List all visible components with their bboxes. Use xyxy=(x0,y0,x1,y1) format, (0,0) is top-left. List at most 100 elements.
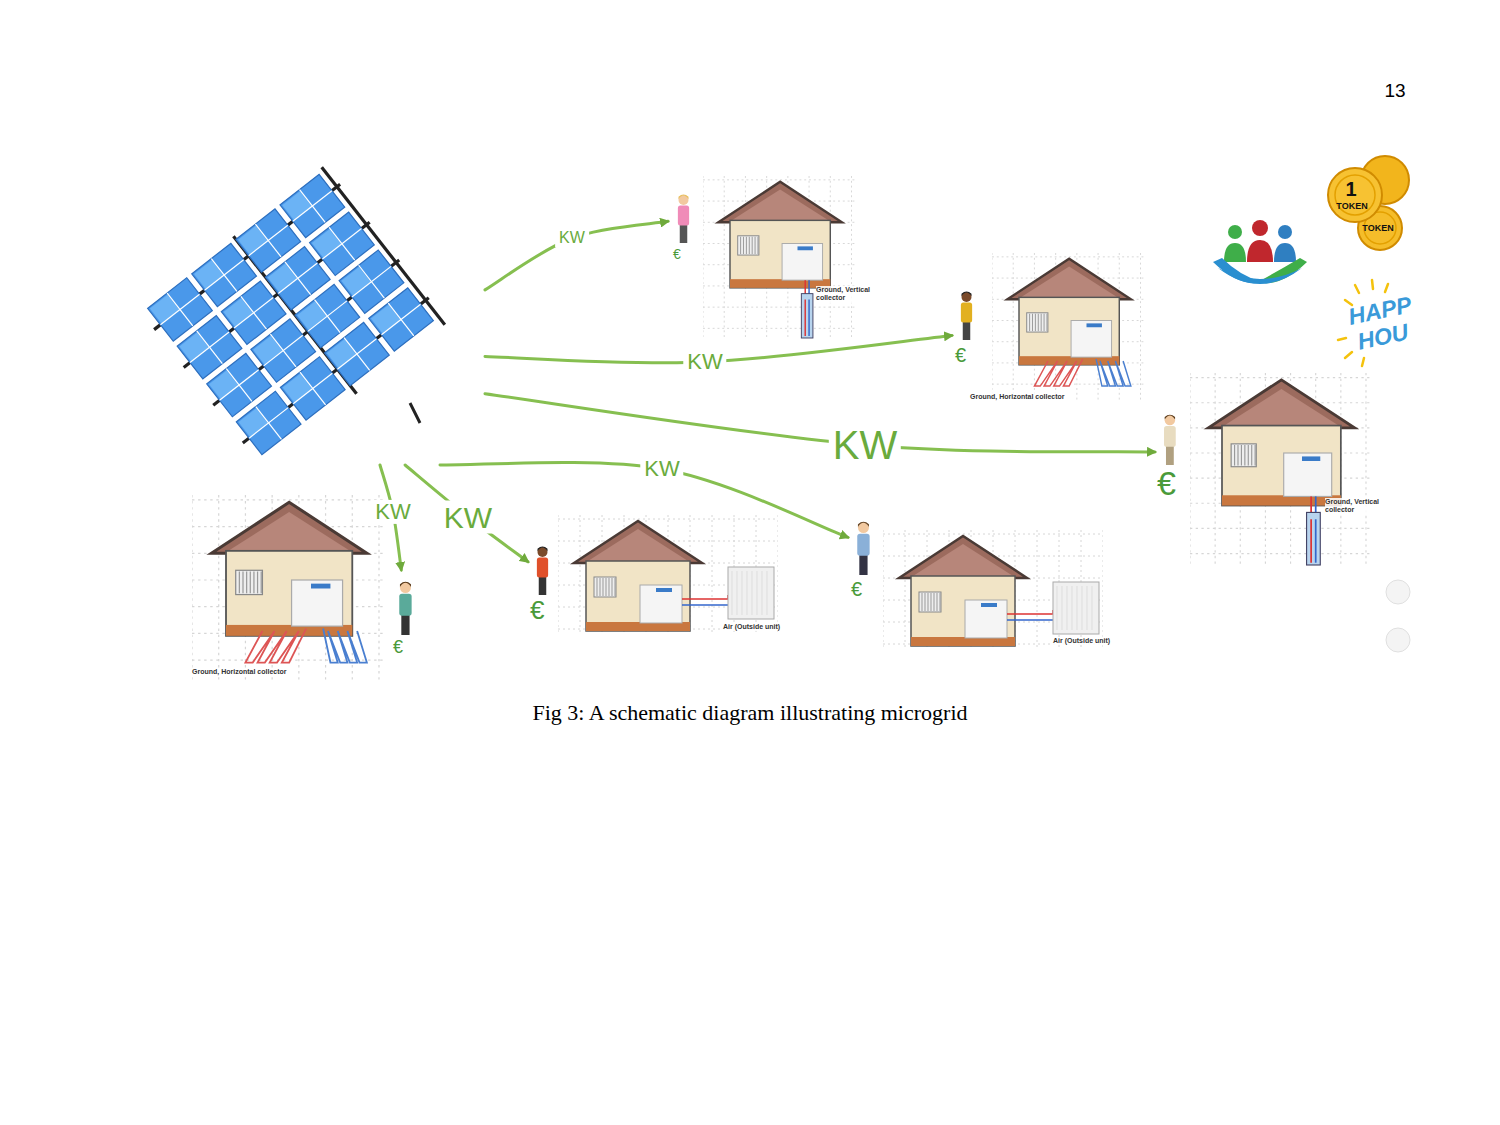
illustration-part xyxy=(1244,445,1245,466)
cell-line xyxy=(322,229,361,260)
illustration-part xyxy=(615,578,616,596)
panel-shine xyxy=(297,301,326,330)
roof-inner xyxy=(1224,389,1338,426)
illustration-part xyxy=(218,495,219,683)
collector-note: Ground, Horizontal collector xyxy=(970,393,1070,401)
roof xyxy=(211,502,366,553)
illustration-part xyxy=(1029,314,1030,331)
outside-unit xyxy=(728,567,774,619)
illustration-part xyxy=(192,495,193,683)
heat-pump-logo xyxy=(981,603,997,607)
house-illustration xyxy=(703,176,857,340)
cell-line xyxy=(190,332,229,363)
illustration-part xyxy=(1355,285,1359,293)
wall xyxy=(1019,297,1119,364)
horizontal-collector xyxy=(1096,359,1131,386)
panel-shine xyxy=(253,336,282,365)
house-illustration xyxy=(883,530,1103,650)
outside-unit xyxy=(1053,582,1099,634)
currency-symbol: € xyxy=(530,597,544,623)
illustration-part xyxy=(1190,553,1373,554)
house-node: €Ground, Vertical collector xyxy=(668,168,883,340)
cell-line xyxy=(308,301,347,332)
person-figure xyxy=(674,193,693,243)
illustration-part xyxy=(737,571,738,615)
person-figure xyxy=(853,520,874,575)
currency-symbol: € xyxy=(673,247,681,261)
house-node: €Ground, Horizontal collector xyxy=(192,570,417,685)
illustration-part xyxy=(883,530,884,650)
illustration-part xyxy=(778,515,779,635)
heat-pump-logo xyxy=(311,584,330,589)
cell-line xyxy=(160,294,199,325)
illustration-part xyxy=(538,547,548,557)
collector-note: Ground, Vertical collector xyxy=(1325,498,1385,515)
illustration-part xyxy=(679,195,689,200)
horizontal-collector xyxy=(1034,359,1082,386)
illustration-part xyxy=(1062,586,1063,630)
illustration-part xyxy=(925,593,926,611)
illustration-part xyxy=(940,593,941,611)
illustration-part xyxy=(1328,168,1382,222)
wall xyxy=(226,551,352,636)
illustration-part xyxy=(603,578,604,596)
illustration-part xyxy=(931,593,932,611)
power-flow-arrow xyxy=(405,465,528,562)
house-illustration xyxy=(1190,373,1373,567)
heat-pump xyxy=(965,600,1007,638)
illustration-part xyxy=(757,571,758,615)
house-illustration xyxy=(992,253,1146,402)
illustration-part xyxy=(740,237,741,254)
token-label: TOKEN xyxy=(1362,224,1393,233)
illustration-part xyxy=(558,515,559,635)
currency-symbol: € xyxy=(393,638,403,656)
illustration-part xyxy=(1224,243,1246,262)
illustration-part xyxy=(1278,225,1292,239)
cell-line xyxy=(249,408,288,439)
token-number: 1 xyxy=(1345,179,1356,199)
heat-pump xyxy=(782,243,822,280)
illustration-part xyxy=(1092,586,1093,630)
person-figure xyxy=(1160,413,1180,465)
illustration-part xyxy=(537,558,548,578)
illustration-part xyxy=(1338,338,1346,340)
illustration-part xyxy=(859,554,867,575)
illustration-part xyxy=(1190,373,1191,567)
power-flow-arrow xyxy=(485,221,668,290)
collector-note: Air (Outside unit) xyxy=(723,623,783,631)
wall xyxy=(586,561,690,631)
illustration-part xyxy=(1038,314,1039,331)
illustration-part xyxy=(1335,175,1375,215)
panel-shine xyxy=(312,229,341,258)
roof-inner xyxy=(732,189,828,220)
flow-label: KW xyxy=(829,423,901,467)
illustration-part xyxy=(703,307,857,308)
illustration-part xyxy=(757,237,758,254)
radiator xyxy=(1231,444,1256,467)
illustration-part xyxy=(606,578,607,596)
panel-shine xyxy=(150,295,179,324)
panel-shine xyxy=(224,298,253,327)
illustration-part xyxy=(399,594,411,616)
roof xyxy=(1007,259,1130,299)
radiator xyxy=(594,577,616,597)
wall xyxy=(911,576,1015,646)
illustration-part xyxy=(1247,240,1273,262)
illustration-part xyxy=(767,571,768,615)
illustration-part xyxy=(400,582,411,587)
illustration-part xyxy=(1251,445,1252,466)
pipe xyxy=(1007,610,1053,614)
illustration-part xyxy=(1386,580,1410,604)
radiator xyxy=(919,592,941,612)
wall xyxy=(730,220,830,287)
heat-pump xyxy=(1071,320,1111,357)
illustration-part xyxy=(1140,253,1141,402)
illustration-part xyxy=(192,499,386,500)
flow-label: KW xyxy=(683,350,726,374)
illustration-part xyxy=(1166,446,1174,466)
radiator xyxy=(236,570,263,594)
panel-grid xyxy=(139,165,448,465)
illustration-part xyxy=(1072,586,1073,630)
